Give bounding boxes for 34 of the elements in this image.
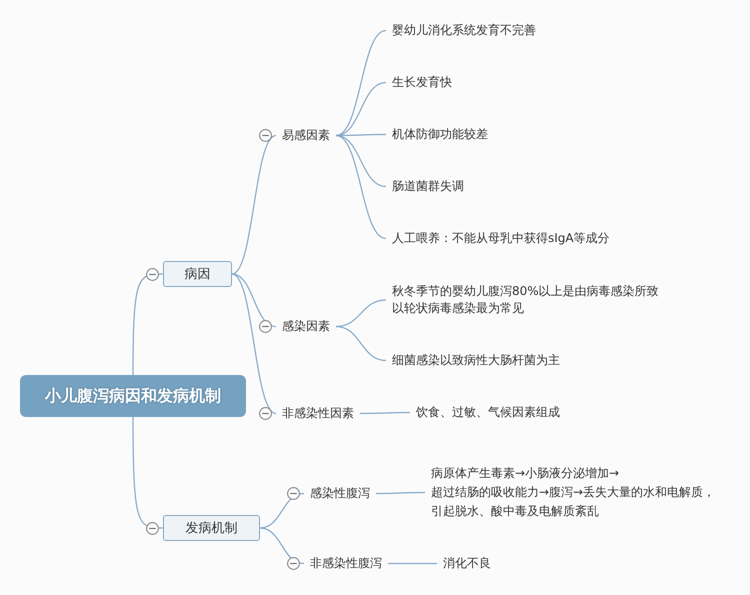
connector-line [336,299,386,328]
connector-line [376,492,425,494]
connector-line [232,273,276,414]
topic-box: 发病机制 [163,515,260,541]
topic-text: 感染性腹泻 [304,484,376,502]
central-topic-box: 小儿腹泻病因和发病机制 [20,375,246,417]
topic-text: 婴幼儿消化系统发育不完善 [386,22,542,38]
connector-line [336,30,386,136]
topic-text: 机体防御功能较差 [386,126,494,142]
connector-line [336,326,386,362]
topic-text: 非感染性腹泻 [304,554,388,572]
connector-line [232,273,276,328]
topic-text: 秋冬季节的婴幼儿腹泻80%以上是由病毒感染所致以轮状病毒感染最为常见 [386,283,670,317]
connector-line [388,562,437,564]
topic-text: 病原体产生毒素→小肠液分泌增加→超过结肠的吸收能力→腹泻→丢失大量的水和电解质，引起脱水、酸中毒及电解质紊乱 [425,464,727,520]
topic-text: 生长发育快 [386,74,458,90]
topic-text: 易感因素 [276,126,336,144]
connector-line [336,82,386,136]
connector-line [260,527,304,564]
topic-text: 消化不良 [437,554,497,572]
connector-line [336,134,386,188]
connector-line [260,492,304,529]
topic-text: 感染因素 [276,318,336,334]
topic-box: 病因 [163,261,232,287]
topic-text: 非感染性因素 [276,404,360,422]
topic-text: 肠道菌群失调 [386,178,470,194]
connector-line [132,273,163,375]
connector-line [232,134,276,275]
connector-line [132,417,163,529]
connector-line [360,412,410,414]
topic-text: 人工喂养：不能从母乳中获得sIgA等成分 [386,230,616,246]
topic-text: 细菌感染以致病性大肠杆菌为主 [386,352,566,368]
topic-text: 饮食、过敏、气候因素组成 [410,404,566,420]
connector-line [336,134,386,240]
